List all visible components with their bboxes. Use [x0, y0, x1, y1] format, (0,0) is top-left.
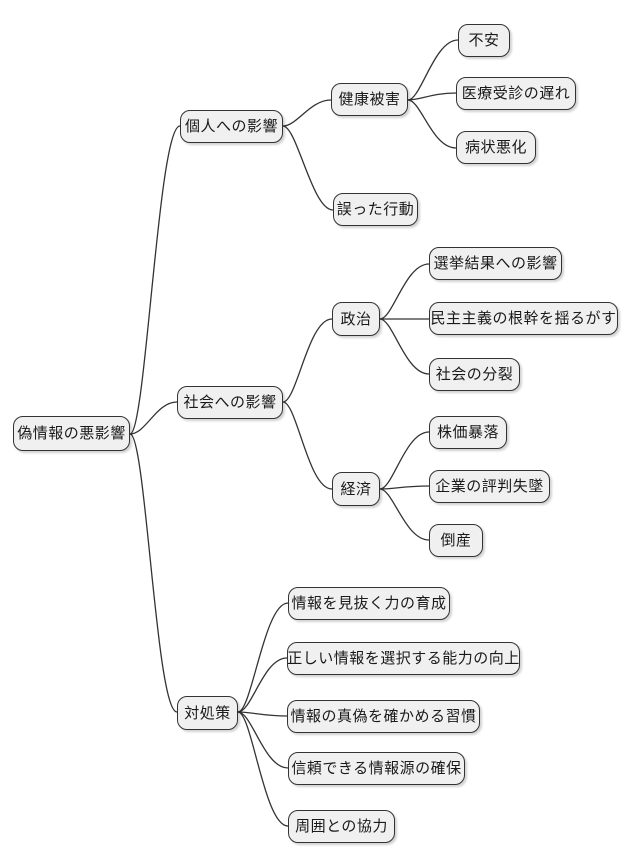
edge-personal-wrong-actions — [282, 125, 334, 211]
edge-counter-reliable — [237, 711, 289, 769]
edge-root-countermeasures — [129, 433, 178, 713]
node-medical-delay-label: 医療受診の遅れ — [461, 85, 571, 102]
node-personal-impact-label: 個人への影響 — [184, 118, 278, 135]
node-reliable-sources-label: 信頼できる情報源の確保 — [291, 760, 462, 777]
node-community-cooperation: 周囲との協力 — [288, 810, 395, 843]
node-wrong-actions-label: 誤った行動 — [336, 201, 415, 218]
edge-root-personal — [129, 125, 181, 435]
node-health-damage: 健康被害 — [331, 83, 408, 116]
edge-root-social — [129, 401, 178, 435]
node-bankruptcy-label: 倒産 — [440, 532, 472, 549]
node-economy-label: 経済 — [340, 480, 372, 498]
node-symptom-worsening: 病状悪化 — [456, 131, 536, 164]
edge-economy-bankruptcy — [379, 488, 430, 541]
node-root: 偽情報の悪影響 — [13, 416, 130, 451]
node-stock-crash: 株価暴落 — [429, 416, 507, 449]
node-politics: 政治 — [332, 302, 380, 336]
node-verification-habit: 情報の真偽を確かめる習慣 — [287, 700, 480, 733]
edge-counter-discernment — [237, 602, 289, 713]
node-social-division: 社会の分裂 — [429, 358, 520, 391]
edge-counter-selection — [237, 657, 288, 713]
node-root-label: 偽情報の悪影響 — [17, 425, 126, 442]
node-selection-ability: 正しい情報を選択する能力の向上 — [287, 642, 520, 675]
node-anxiety: 不安 — [458, 24, 510, 57]
node-personal-impact: 個人への影響 — [180, 110, 283, 143]
node-corporate-reputation-label: 企業の評判失墜 — [435, 478, 544, 495]
edge-personal-health — [282, 99, 332, 127]
node-corporate-reputation: 企業の評判失墜 — [429, 470, 550, 503]
node-anxiety-label: 不安 — [468, 32, 500, 49]
edge-counter-verification — [237, 711, 288, 717]
node-verification-habit-label: 情報の真偽を確かめる習慣 — [290, 708, 477, 725]
edge-social-economy — [282, 401, 333, 490]
node-discernment-skills-label: 情報を見抜く力の育成 — [291, 595, 447, 612]
node-countermeasures: 対処策 — [177, 696, 238, 730]
node-reliable-sources: 信頼できる情報源の確保 — [288, 752, 465, 785]
edge-politics-division — [379, 318, 430, 375]
node-social-impact-label: 社会への影響 — [183, 394, 277, 411]
node-health-damage-label: 健康被害 — [338, 91, 401, 108]
node-politics-label: 政治 — [340, 310, 372, 328]
node-discernment-skills: 情報を見抜く力の育成 — [288, 587, 450, 620]
edge-counter-cooperation — [237, 711, 289, 827]
node-wrong-actions: 誤った行動 — [333, 193, 418, 226]
node-economy: 経済 — [332, 472, 380, 506]
node-democracy-undermined: 民主主義の根幹を揺るがす — [429, 302, 618, 335]
edge-economy-reputation — [379, 485, 430, 490]
node-medical-delay: 医療受診の遅れ — [456, 77, 576, 110]
node-election-impact: 選挙結果への影響 — [429, 247, 562, 280]
edge-economy-stock-crash — [379, 431, 430, 490]
node-social-impact: 社会への影響 — [177, 386, 283, 419]
node-countermeasures-label: 対処策 — [184, 704, 231, 722]
node-stock-crash-label: 株価暴落 — [436, 424, 499, 441]
edge-social-politics — [282, 318, 333, 403]
edge-health-medical-delay — [407, 92, 457, 101]
edge-health-worsening — [407, 99, 457, 149]
node-bankruptcy: 倒産 — [429, 524, 483, 557]
node-democracy-undermined-label: 民主主義の根幹を揺るがす — [430, 310, 617, 327]
edge-politics-election — [379, 263, 430, 320]
node-community-cooperation-label: 周囲との協力 — [295, 818, 388, 835]
node-election-impact-label: 選挙結果への影響 — [433, 255, 558, 272]
node-selection-ability-label: 正しい情報を選択する能力の向上 — [287, 650, 520, 667]
node-symptom-worsening-label: 病状悪化 — [464, 139, 527, 156]
edge-health-anxiety — [407, 39, 459, 101]
node-social-division-label: 社会の分裂 — [435, 366, 514, 383]
